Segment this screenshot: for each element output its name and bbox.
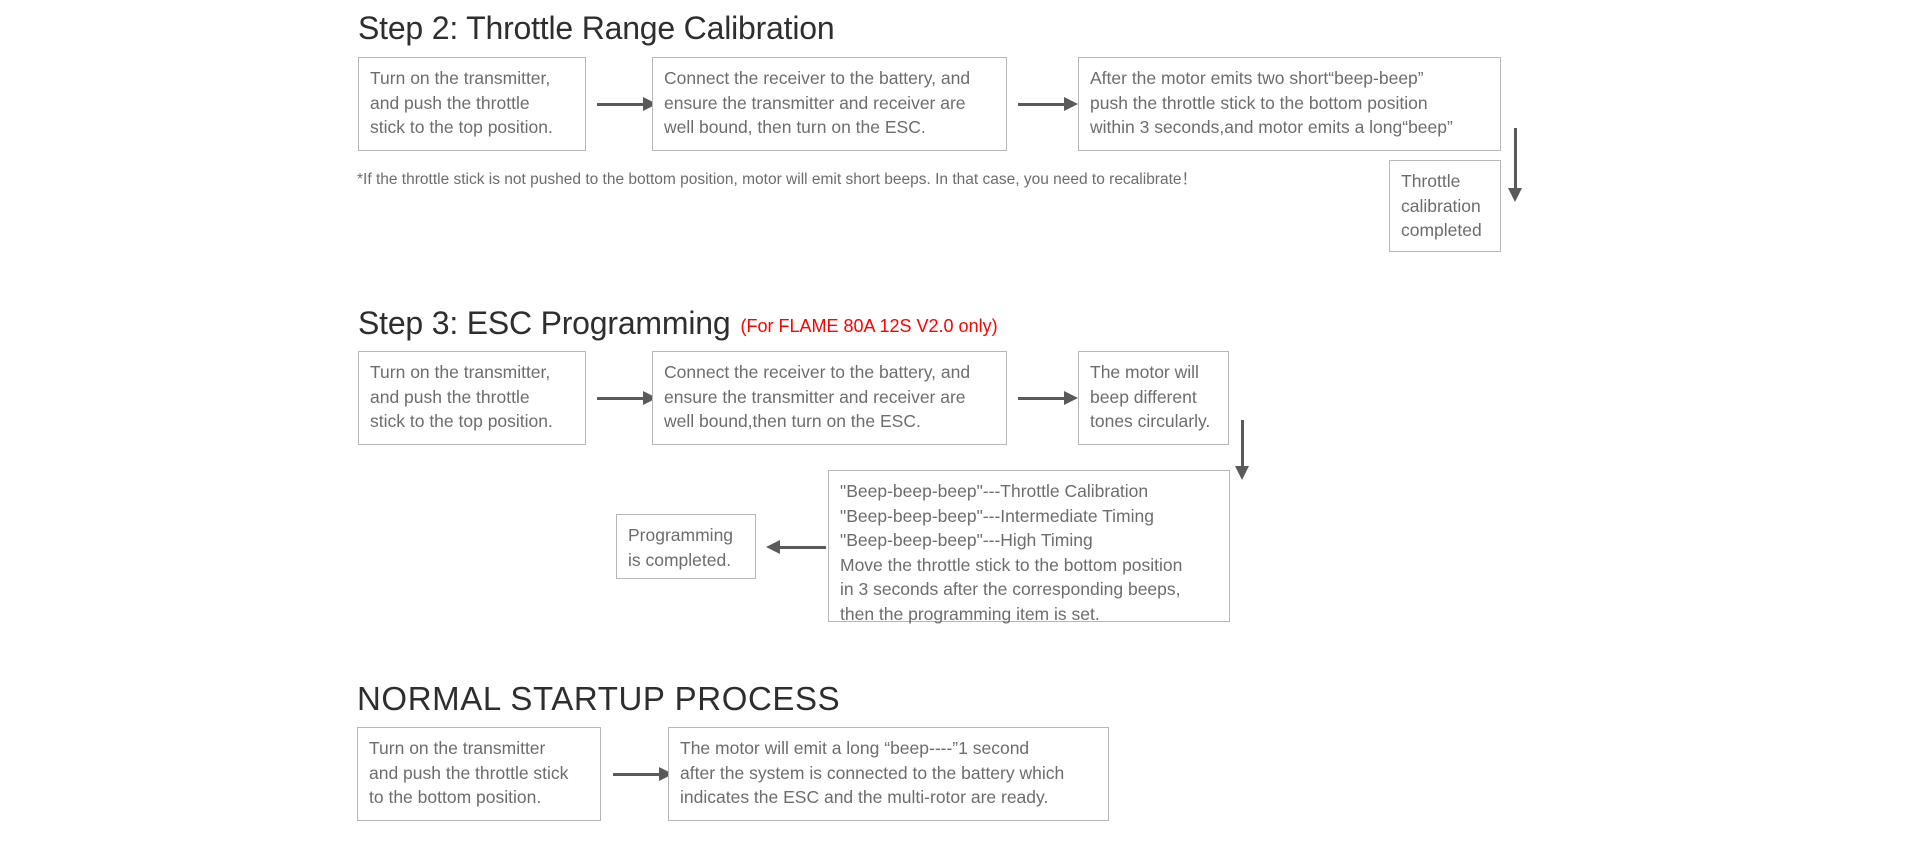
step2-arrow-2-right-icon <box>1018 89 1078 119</box>
step3-box-2: Connect the receiver to the battery, and… <box>652 351 1007 445</box>
step2-arrow-down-icon <box>1503 128 1527 202</box>
step3-arrow-down-icon <box>1230 420 1254 480</box>
normal-startup-heading: NORMAL STARTUP PROCESS <box>357 680 841 717</box>
step3-arrow-1-right-icon <box>597 383 657 413</box>
step2-heading: Step 2: Throttle Range Calibration <box>358 10 835 46</box>
step3-arrow-left-icon <box>766 532 826 562</box>
normal-startup-box-1: Turn on the transmitter and push the thr… <box>357 727 601 821</box>
step2-box-4-completed: Throttle calibration completed <box>1389 160 1501 252</box>
step3-heading-text: Step 3: ESC Programming <box>358 305 731 341</box>
step3-box-1: Turn on the transmitter, and push the th… <box>358 351 586 445</box>
step3-box-3: The motor will beep different tones circ… <box>1078 351 1229 445</box>
step3-box-4-beep-legend: "Beep-beep-beep"---Throttle Calibration … <box>828 470 1230 624</box>
step2-box-1: Turn on the transmitter, and push the th… <box>358 57 586 151</box>
step3-box-5-completed: Programming is completed. <box>616 514 756 579</box>
step2-arrow-1-right-icon <box>597 89 657 119</box>
normal-startup-box-2: The motor will emit a long “beep----”1 s… <box>668 727 1109 821</box>
step2-box-2: Connect the receiver to the battery, and… <box>652 57 1007 151</box>
step3-arrow-2-right-icon <box>1018 383 1078 413</box>
step2-footnote: *If the throttle stick is not pushed to … <box>357 171 1198 188</box>
step3-heading-note: (For FLAME 80A 12S V2.0 only) <box>740 316 998 336</box>
step2-heading-text: Step 2: Throttle Range Calibration <box>358 10 835 46</box>
step2-box-3: After the motor emits two short“beep-bee… <box>1078 57 1501 151</box>
normal-startup-arrow-right-icon <box>613 759 673 789</box>
step3-heading: Step 3: ESC Programming (For FLAME 80A 12… <box>358 307 998 339</box>
